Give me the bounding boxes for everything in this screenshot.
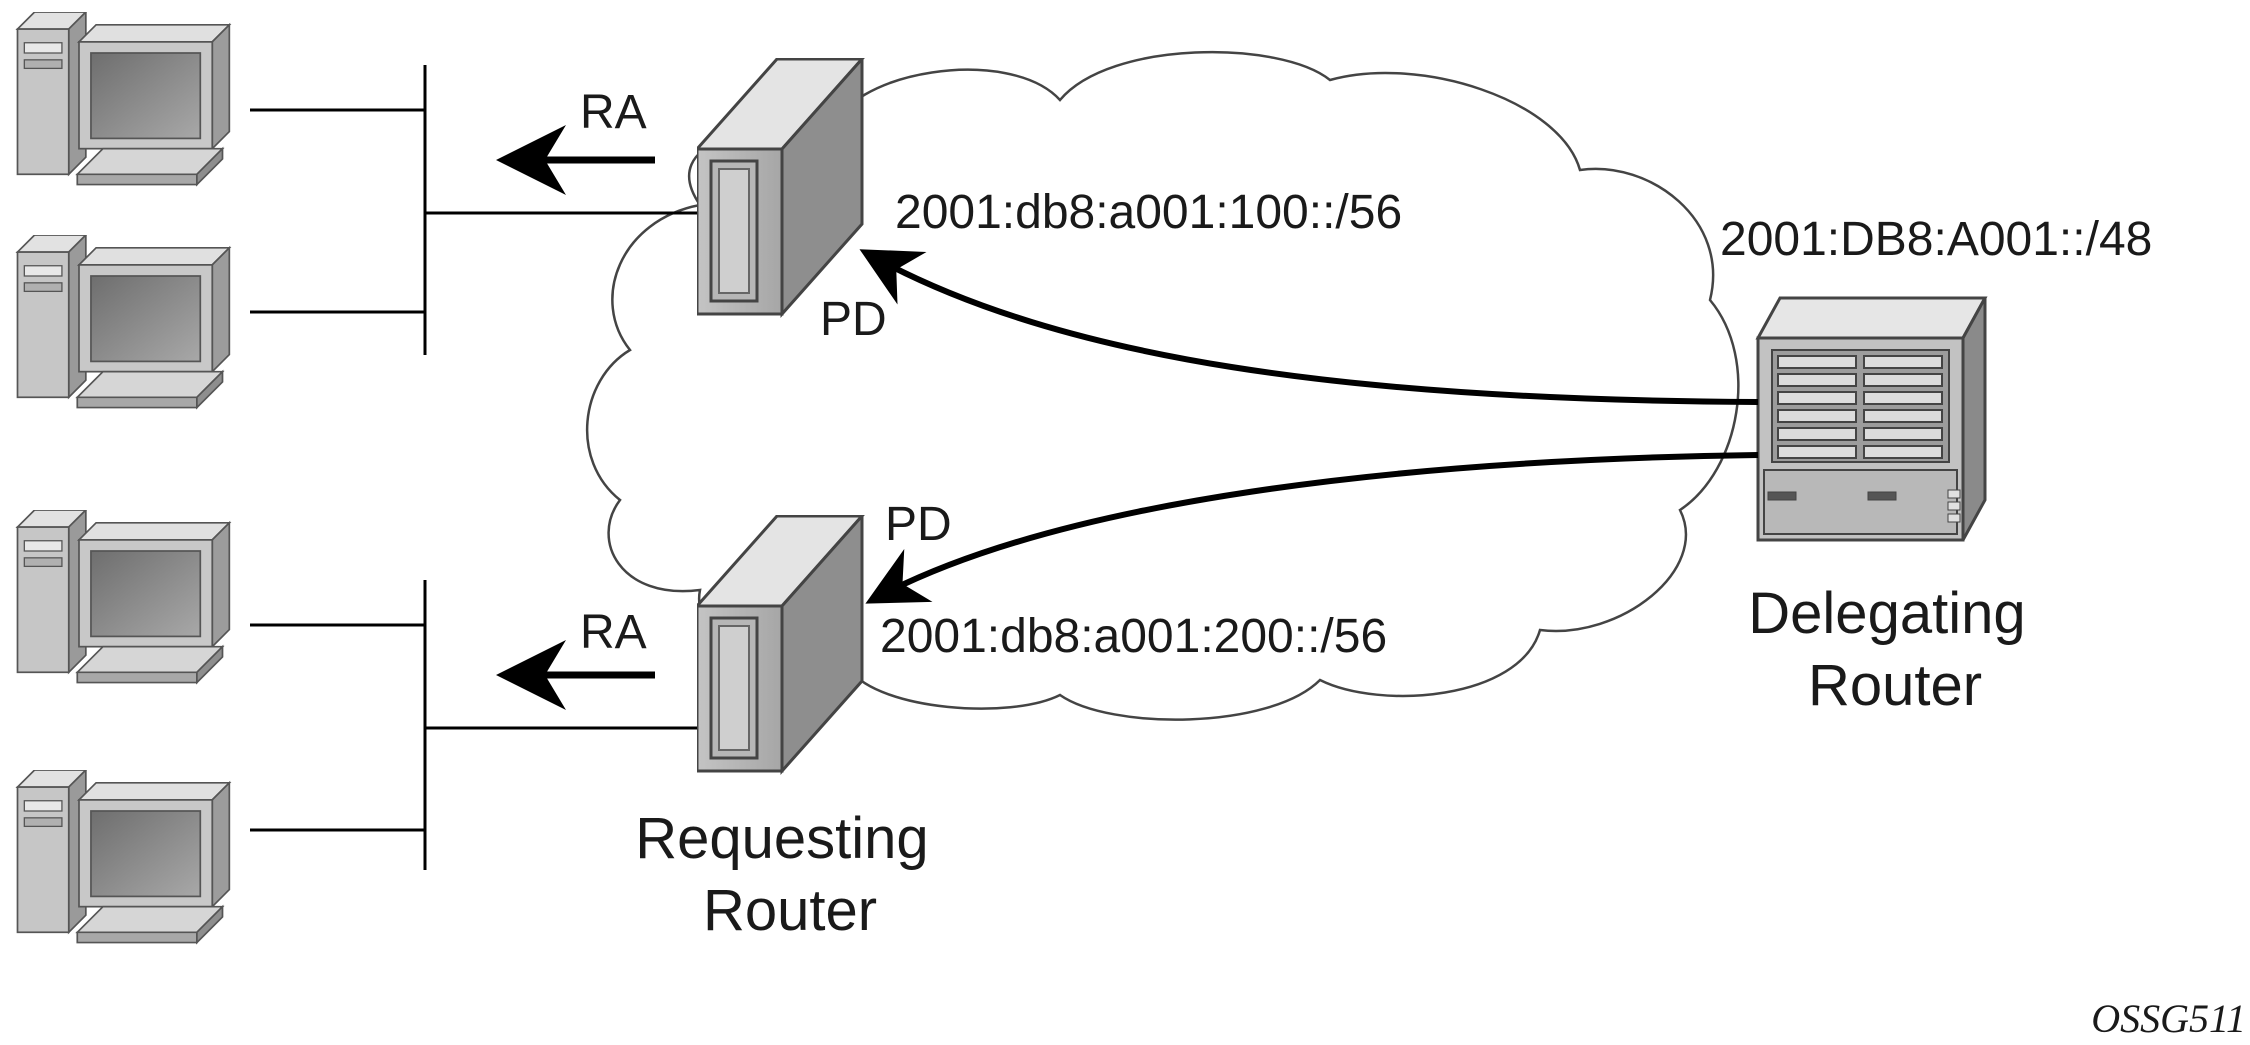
bottom-lan-segment <box>250 580 700 870</box>
pd-label: PD <box>820 293 887 346</box>
computer-icon <box>16 510 231 684</box>
prefix-label-top: 2001:db8:a001:100::/56 <box>895 186 1402 239</box>
ra-label: RA <box>580 86 647 139</box>
ra-label: RA <box>580 606 647 659</box>
pd-arrow-top <box>859 249 1759 405</box>
computer-icon <box>16 12 231 186</box>
pd-arrow-bottom <box>865 452 1759 604</box>
prefix-label-bottom: 2001:db8:a001:200::/56 <box>880 610 1387 663</box>
computer-icon <box>16 235 231 409</box>
figure-code: OSSG511 <box>2091 996 2246 1041</box>
computer-icon <box>16 770 231 944</box>
chassis-router-icon <box>1755 296 1988 542</box>
top-lan-segment <box>250 65 700 355</box>
pd-label: PD <box>885 498 952 551</box>
requesting-router-label: Requesting Router <box>635 806 945 943</box>
delegating-router-label: Delegating Router <box>1748 581 2041 718</box>
prefix-label-delegating: 2001:DB8:A001::/48 <box>1720 213 2152 266</box>
